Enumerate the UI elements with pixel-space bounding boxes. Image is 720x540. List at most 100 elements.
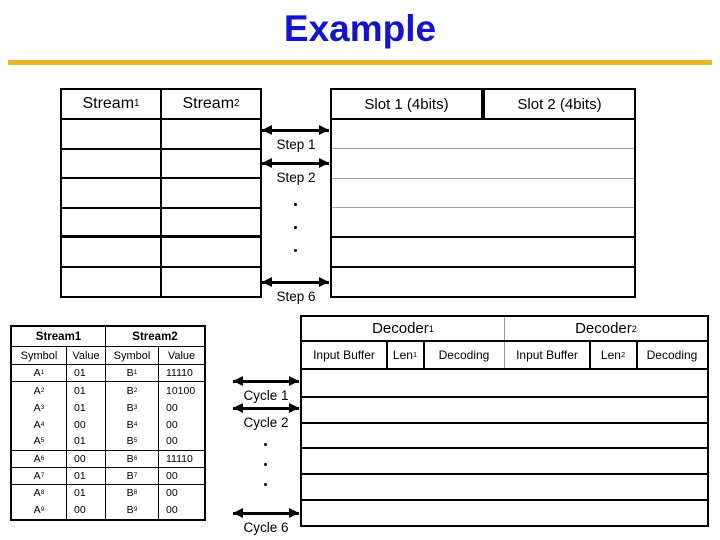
slot-header-line (332, 118, 634, 120)
symbol-col-header: Value (67, 347, 106, 365)
step6-arrow (262, 277, 329, 287)
slot-header-divider (481, 90, 485, 118)
cycle1-arrow (233, 376, 299, 386)
symbol-col-header: Symbol (106, 347, 159, 365)
decoder2-header-text: Decoder (575, 320, 632, 337)
cycle-ellipsis-dot (264, 483, 267, 486)
value-cell: 11110 (159, 451, 204, 468)
stream-row-line (62, 266, 260, 268)
stream-row-line (62, 207, 260, 209)
col-header-text: Decoding (646, 347, 698, 362)
symbol-text: B (126, 504, 134, 517)
symbol-text: B (126, 487, 134, 500)
title-underline (8, 60, 712, 65)
symbol-group-header-stream2: Stream2 (106, 327, 204, 347)
decoder-row-line (302, 447, 707, 449)
symbol-col-header: Value (159, 347, 204, 365)
decoder-col-divider (636, 341, 638, 368)
step2-label: Step 2 (276, 170, 316, 185)
value-cell: 11110 (159, 365, 204, 383)
stream-header-line (62, 118, 260, 120)
decoder-header-divider (504, 317, 505, 368)
decoder-row-line (302, 396, 707, 398)
step1-label: Step 1 (276, 137, 316, 152)
slot-row-line (332, 266, 634, 268)
cycle-ellipsis-dot (264, 443, 267, 446)
col-header-text: Decoding (438, 347, 490, 362)
col-header-text: Input Buffer (313, 347, 375, 362)
decoder-col-header-input-buffer-2: Input Buffer (505, 341, 589, 368)
decoder-col-divider (589, 341, 591, 368)
slot-row-line-light (332, 207, 634, 208)
stream-row-line (62, 148, 260, 150)
value-cell: 01 (67, 382, 106, 400)
decoder-group-header-line (302, 340, 707, 342)
cycle2-label: Cycle 2 (243, 415, 289, 430)
symbol-text: B (126, 418, 134, 431)
value-cell: 01 (67, 365, 106, 383)
step2-arrow (262, 158, 329, 168)
value-cell: 01 (67, 433, 106, 451)
value-cell: 00 (67, 501, 106, 519)
symbol-text: A (33, 401, 41, 414)
symbol-group-header-stream1: Stream1 (12, 327, 106, 347)
symbol-text: A (33, 435, 41, 448)
symbol-col-header: Symbol (12, 347, 67, 365)
slot1-header: Slot 1 (4bits) (364, 95, 449, 113)
decoder1-header-text: Decoder (372, 320, 429, 337)
decoder-col-divider (423, 341, 425, 368)
stream-row-line-thick (62, 235, 260, 238)
stream-row-line (62, 177, 260, 179)
value-cell: 00 (166, 418, 178, 431)
symbol-text: A (33, 469, 41, 482)
decoder-row-line (302, 499, 707, 501)
symbol-text: A (33, 504, 41, 517)
step1-arrow (262, 125, 329, 135)
slot-row-line-light (332, 178, 634, 179)
decoder-row-line (302, 422, 707, 424)
value-cell: 01 (67, 399, 106, 417)
stream2-header-text: Stream (182, 95, 235, 112)
slot-row-line (332, 236, 634, 238)
symbol-table: Stream1 Stream2 Symbol Value Symbol Valu… (10, 325, 206, 521)
col-header-text: Input Buffer (516, 347, 578, 362)
symbol-text: A (33, 384, 41, 397)
value-cell: 10100 (166, 384, 196, 397)
decoder-col-divider (386, 341, 388, 368)
step-ellipsis-dot (294, 249, 297, 252)
step6-label: Step 6 (276, 289, 316, 304)
symbol-text: A (33, 452, 41, 465)
value-cell: 01 (67, 467, 106, 485)
decoder-col-header-decoding-2: Decoding (637, 341, 707, 368)
slot-row-line-light (332, 148, 634, 149)
symbol-text: A (33, 367, 41, 380)
col-header-text: Len (600, 347, 621, 362)
step-ellipsis-dot (294, 203, 297, 206)
value-cell: 00 (159, 433, 204, 451)
stream-column-divider (160, 90, 162, 296)
cycle6-arrow (233, 508, 299, 518)
value-cell: 00 (67, 450, 106, 468)
